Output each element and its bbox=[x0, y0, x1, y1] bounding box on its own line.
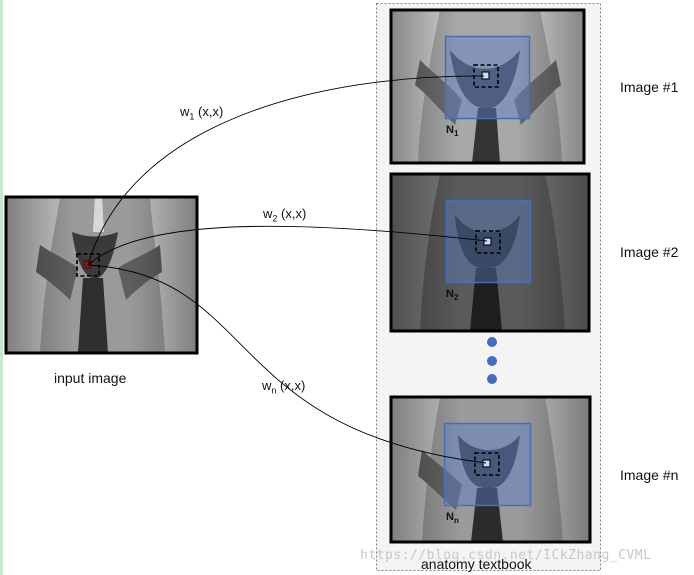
weight-curve-1 bbox=[87, 75, 485, 266]
ellipsis-dot bbox=[487, 356, 497, 366]
left-edge-strip bbox=[0, 0, 3, 575]
weight-curve-2 bbox=[87, 225, 488, 266]
input-image-label: input image bbox=[54, 370, 127, 386]
pixel-marker-1 bbox=[481, 71, 490, 80]
textbook-image-n bbox=[389, 395, 592, 544]
n-label-n: Nn bbox=[446, 511, 459, 525]
n-label-2: N2 bbox=[446, 288, 459, 302]
patch-box-2 bbox=[475, 230, 501, 254]
weight-label-n: wn (x,x) bbox=[262, 378, 306, 396]
pixel-marker-2 bbox=[483, 237, 492, 246]
image-label-1: Image #1 bbox=[620, 79, 679, 95]
weight-label-2: w2 (x,x) bbox=[263, 206, 307, 224]
input-pixel-marker bbox=[83, 260, 92, 269]
textbook-image-2 bbox=[389, 172, 591, 333]
image-label-2: Image #2 bbox=[620, 244, 679, 260]
ellipsis-dot bbox=[487, 337, 497, 347]
image-label-n: Image #n bbox=[620, 467, 679, 483]
n-label-1: N1 bbox=[446, 124, 459, 138]
weight-label-1: w1 (x,x) bbox=[180, 104, 224, 122]
patch-box-n bbox=[474, 452, 500, 476]
pixel-marker-n bbox=[482, 459, 491, 468]
input-patch-box bbox=[76, 253, 100, 277]
ellipsis-dot bbox=[487, 374, 497, 384]
watermark: https://blog.csdn.net/ICkZhang_CVML bbox=[360, 548, 652, 563]
weight-curve-n bbox=[87, 264, 487, 464]
input-image bbox=[4, 195, 199, 355]
textbook-image-1 bbox=[389, 8, 586, 165]
textbook-label: anatomy textbook bbox=[421, 556, 532, 572]
